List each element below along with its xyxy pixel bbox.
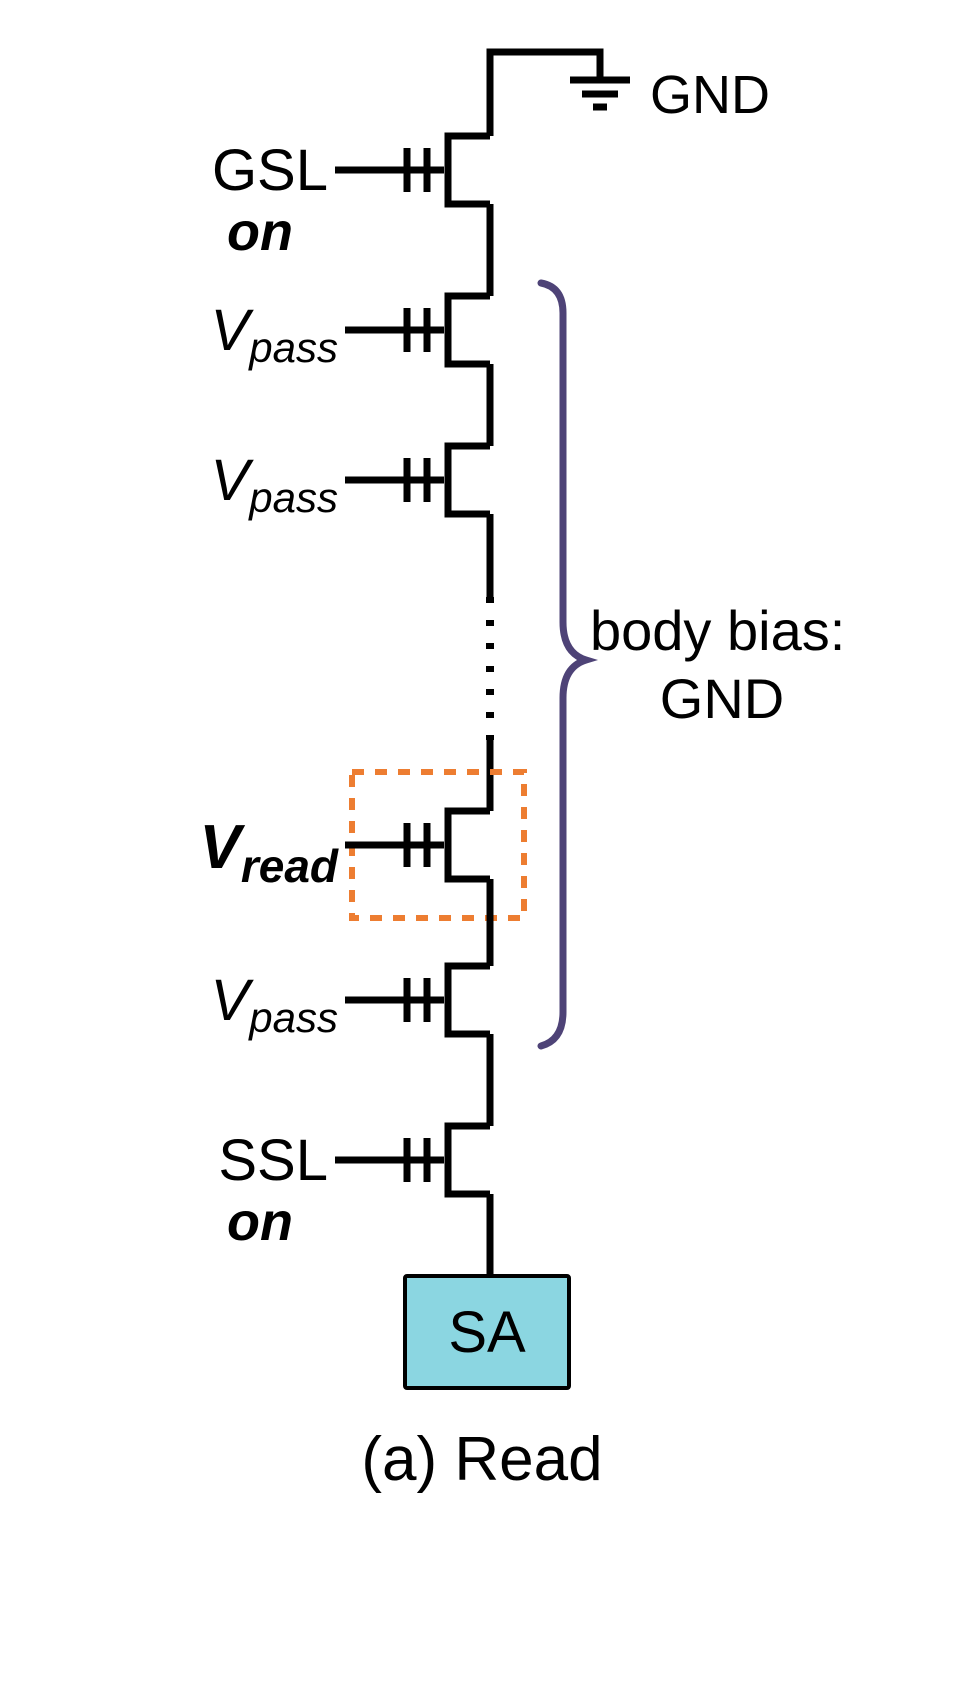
vpass-subscript: pass	[247, 994, 338, 1041]
cell-vread	[345, 807, 490, 883]
cell-channel	[444, 807, 490, 883]
vread-base: V	[199, 813, 245, 882]
gsl-label: GSL	[212, 138, 328, 203]
body-bias-brace	[537, 279, 598, 1050]
ground-symbol-icon	[570, 76, 630, 111]
figure-caption: (a) Read	[361, 1425, 602, 1494]
cell-channel	[444, 292, 490, 368]
ssl-channel	[444, 1122, 490, 1198]
vread-label: Vread	[199, 813, 338, 892]
vread-subscript: read	[241, 840, 339, 892]
gsl-state-label: on	[227, 202, 293, 262]
body-bias-label-line2: GND	[660, 667, 784, 730]
vpass-base: V	[211, 968, 255, 1033]
body-bias-label-line1: body bias:	[590, 599, 845, 662]
cell-channel	[444, 962, 490, 1038]
vpass-label-3: Vpass	[211, 968, 338, 1041]
vpass-base: V	[211, 298, 255, 363]
cell-vpass-3	[345, 962, 490, 1038]
vpass-subscript: pass	[247, 474, 338, 521]
cell-vpass-1	[345, 292, 490, 368]
cell-vpass-2	[345, 442, 490, 518]
vpass-subscript: pass	[247, 324, 338, 371]
ssl-transistor	[335, 1122, 490, 1198]
gsl-channel	[444, 132, 490, 208]
sense-amp-box	[403, 1274, 571, 1390]
gsl-transistor	[335, 132, 490, 208]
vpass-base: V	[211, 448, 255, 513]
vpass-label-2: Vpass	[211, 448, 338, 521]
sense-amp-label: SA	[448, 1300, 526, 1365]
ssl-label: SSL	[218, 1128, 328, 1193]
cell-channel	[444, 442, 490, 518]
gnd-terminal-label: GND	[650, 65, 770, 125]
vpass-label-1: Vpass	[211, 298, 338, 371]
string-wire-top	[486, 48, 604, 136]
ssl-state-label: on	[227, 1192, 293, 1252]
